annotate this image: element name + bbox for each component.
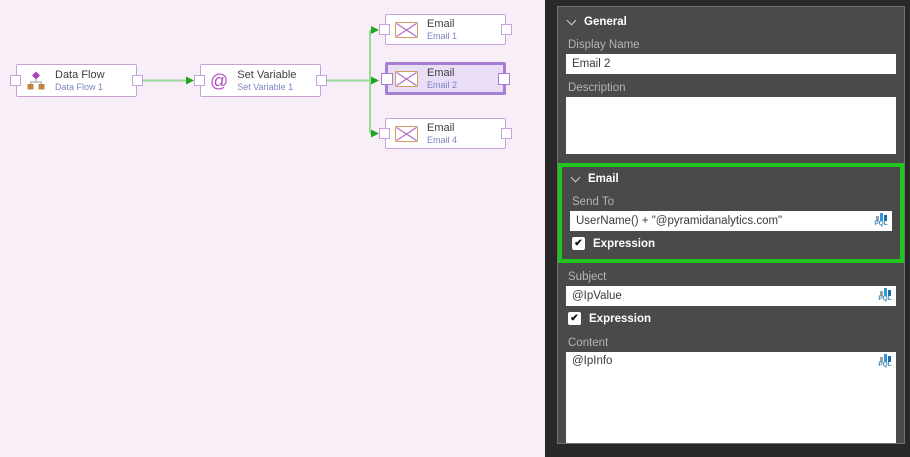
at-variable-icon: @: [210, 70, 229, 91]
node-title: Email: [427, 122, 455, 134]
output-port[interactable]: [501, 24, 512, 35]
output-port[interactable]: [501, 128, 512, 139]
node-set-variable[interactable]: @ Set Variable Set Variable 1: [194, 64, 327, 97]
display-name-label: Display Name: [568, 39, 640, 51]
send-to-expression-checkbox[interactable]: ✔: [572, 237, 585, 250]
node-title: Data Flow: [55, 69, 105, 81]
chevron-down-icon: [570, 172, 581, 183]
data-flow-icon: [26, 71, 46, 90]
properties-panel-body: General Display Name Description Email S…: [557, 6, 905, 444]
input-port[interactable]: [194, 75, 205, 86]
input-port[interactable]: [381, 72, 393, 85]
node-title: Email: [427, 18, 455, 30]
subject-input[interactable]: [566, 286, 896, 306]
node-subtitle: Email 1: [427, 31, 458, 41]
section-header-general[interactable]: General: [566, 13, 896, 31]
description-textarea[interactable]: [566, 97, 896, 154]
expression-label: Expression: [589, 312, 651, 325]
node-email-4[interactable]: Email Email 4: [379, 118, 512, 149]
node-data-flow[interactable]: Data Flow Data Flow 1: [10, 64, 143, 97]
node-subtitle: Data Flow 1: [55, 82, 104, 92]
node-subtitle: Set Variable 1: [237, 82, 294, 92]
chevron-down-icon: [566, 15, 577, 26]
flow-canvas[interactable]: Data Flow Data Flow 1 @ Set Variable Set…: [0, 0, 545, 457]
input-port[interactable]: [10, 75, 21, 86]
email-icon: [395, 21, 418, 38]
input-port[interactable]: [379, 128, 390, 139]
output-port[interactable]: [132, 75, 143, 86]
properties-panel: General Display Name Description Email S…: [545, 0, 910, 457]
content-textarea[interactable]: @IpInfo: [566, 352, 896, 443]
send-to-input[interactable]: [570, 211, 892, 231]
subject-label: Subject: [568, 271, 607, 283]
content-label: Content: [568, 337, 609, 349]
node-email-1[interactable]: Email Email 1: [379, 14, 512, 45]
section-header-email[interactable]: Email: [570, 170, 892, 188]
email-icon: [395, 125, 418, 142]
node-title: Email: [427, 67, 455, 79]
node-subtitle: Email 2: [427, 80, 458, 90]
node-subtitle: Email 4: [427, 135, 458, 145]
output-port[interactable]: [316, 75, 327, 86]
email-icon: [395, 70, 418, 87]
section-title: Email: [588, 173, 619, 185]
display-name-input[interactable]: [566, 54, 896, 74]
description-label: Description: [568, 82, 626, 94]
section-title: General: [584, 16, 627, 28]
send-to-label: Send To: [572, 196, 614, 208]
expression-label: Expression: [593, 237, 655, 250]
pql-editor-icon[interactable]: PQL: [876, 354, 894, 369]
email-section-highlight: Email Send To PQL ✔ Expression: [558, 163, 904, 263]
pql-editor-icon[interactable]: PQL: [872, 213, 890, 228]
output-port[interactable]: [498, 72, 510, 85]
node-email-2-selected[interactable]: Email Email 2: [381, 62, 510, 95]
subject-expression-checkbox[interactable]: ✔: [568, 312, 581, 325]
node-title: Set Variable: [237, 69, 297, 81]
connector-lines: [143, 26, 379, 138]
pql-editor-icon[interactable]: PQL: [876, 288, 894, 303]
input-port[interactable]: [379, 24, 390, 35]
